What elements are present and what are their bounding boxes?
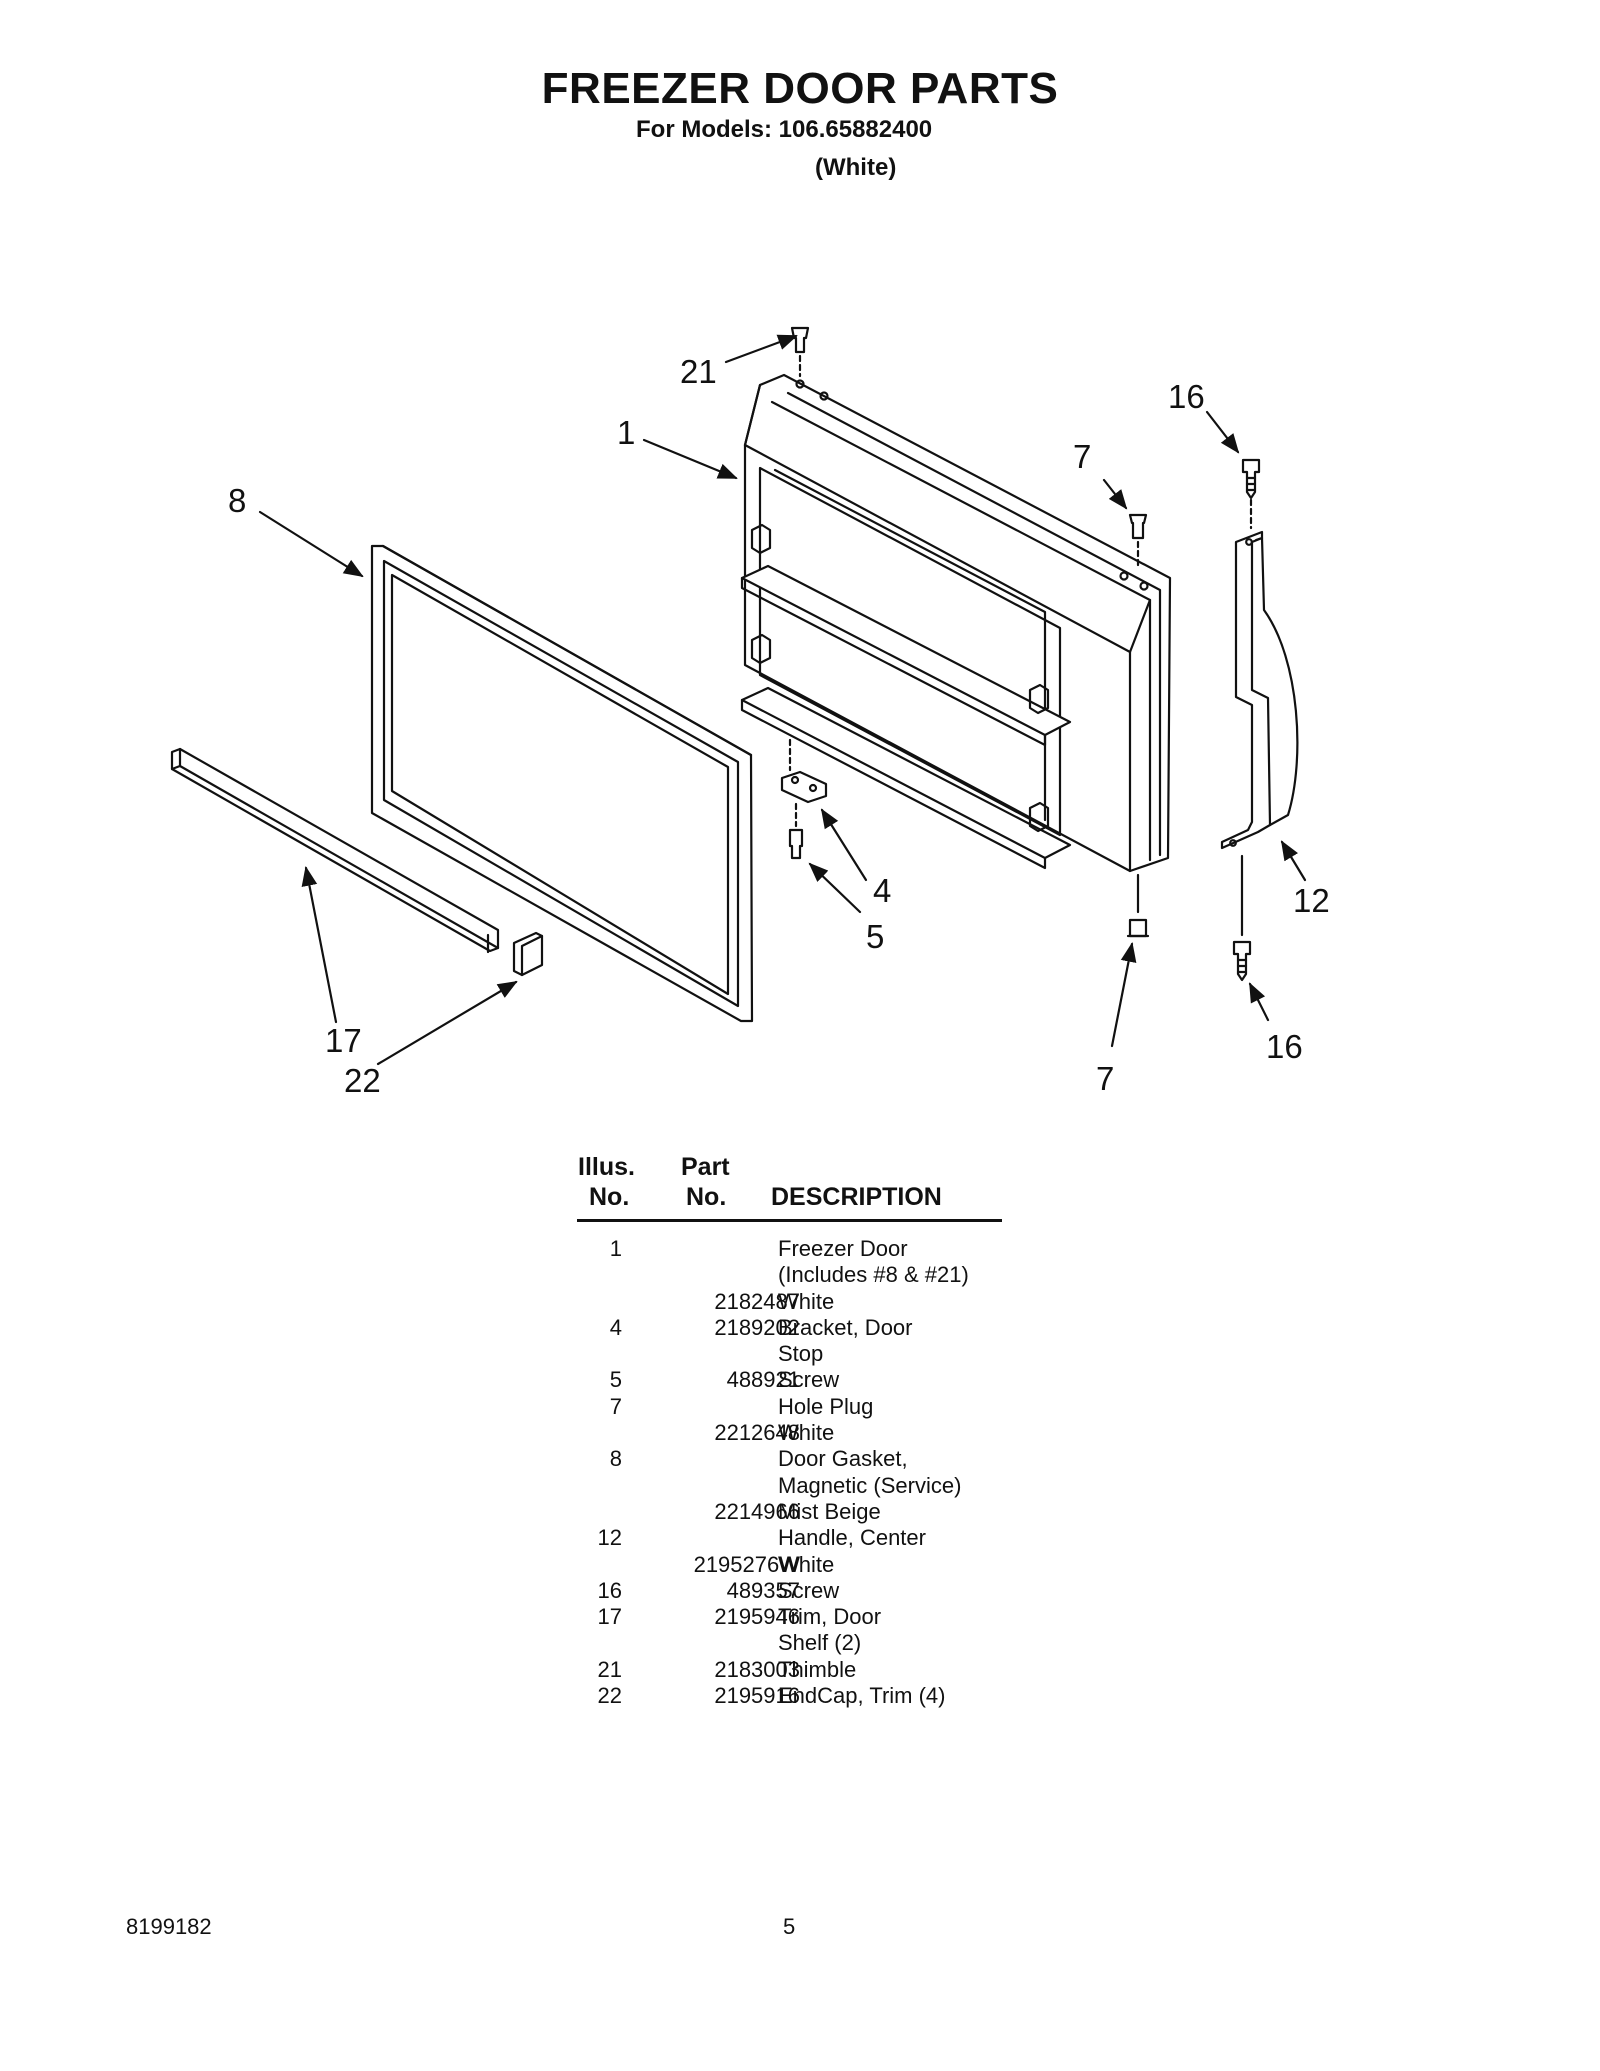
part-number: 2195916 <box>714 1683 800 1709</box>
col-description-header: DESCRIPTION <box>771 1183 942 1211</box>
part-description: Shelf (2) <box>778 1630 862 1656</box>
leader-arrows <box>258 334 1307 1066</box>
part-description: Screw <box>778 1577 840 1603</box>
part-description: Mist Beige <box>778 1498 881 1524</box>
table-row: 8 Door Gasket, <box>560 1446 1020 1472</box>
door-gasket-part <box>370 544 754 1023</box>
part-description: Magnetic (Service) <box>778 1472 962 1498</box>
document-number: 8199182 <box>126 1914 212 1939</box>
part-number: 2195276W <box>693 1551 800 1577</box>
table-row: 12 Handle, Center <box>560 1525 1020 1551</box>
table-header-rule <box>577 1219 1002 1222</box>
screw-top-part <box>1241 458 1261 530</box>
col-illus-header-line1: Illus. <box>578 1153 635 1181</box>
table-row: Stop <box>560 1341 1020 1367</box>
hole-plug-top-part <box>1128 513 1148 570</box>
illus-number: 17 <box>597 1604 622 1630</box>
part-description: Freezer Door <box>778 1236 908 1261</box>
page-number: 5 <box>783 1914 796 1939</box>
part-description: Door Gasket, <box>778 1446 908 1472</box>
table-row: Shelf (2) <box>560 1630 1020 1656</box>
bracket-door-stop-part <box>780 738 828 860</box>
illus-number: 5 <box>609 1367 622 1393</box>
part-number: 2183003 <box>714 1656 800 1682</box>
part-description: Trim, Door <box>778 1604 882 1630</box>
illus-number: 4 <box>609 1314 622 1340</box>
callout-16-bottom: 16 <box>1266 1028 1303 1065</box>
illus-number: 8 <box>609 1446 622 1472</box>
exploded-parts-diagram: 21 1 16 7 8 4 5 12 7 16 17 22 <box>170 326 1330 1099</box>
callout-5: 5 <box>866 918 884 955</box>
models-line: For Models: 106.65882400 <box>636 116 933 143</box>
parts-table: 1 Freezer Door (Includes #8 & #21) 218248… <box>560 1236 1020 1709</box>
illus-number: 16 <box>597 1577 622 1603</box>
part-description: (Includes #8 & #21) <box>778 1262 969 1288</box>
illus-number: 22 <box>597 1683 622 1709</box>
illus-number: 7 <box>609 1393 622 1419</box>
part-number: 2212648 <box>714 1420 800 1446</box>
part-description: White <box>778 1288 835 1314</box>
col-part-header-line1: Part <box>681 1153 730 1181</box>
thimble-part <box>790 326 810 378</box>
center-handle-part <box>1220 530 1299 937</box>
part-number: 2182487 <box>714 1288 800 1314</box>
part-description: EndCap, Trim (4) <box>778 1683 946 1709</box>
table-row: 7 Hole Plug <box>560 1394 1020 1420</box>
callout-4: 4 <box>873 872 891 909</box>
part-description: Stop <box>778 1341 824 1367</box>
part-number: 489357 <box>726 1577 800 1603</box>
part-description: Thimble <box>778 1656 857 1682</box>
part-description: Hole Plug <box>778 1393 874 1419</box>
end-cap-part <box>512 931 544 977</box>
table-row: 1 Freezer Door <box>560 1236 1020 1262</box>
part-number: 488921 <box>726 1367 800 1393</box>
color-line: (White) <box>815 154 897 181</box>
callout-22: 22 <box>344 1062 381 1099</box>
col-part-header-line2: No. <box>686 1183 727 1211</box>
table-row: (Includes #8 & #21) <box>560 1262 1020 1288</box>
illus-number: 1 <box>609 1236 622 1261</box>
part-number: 2214966 <box>714 1498 800 1524</box>
table-row: Magnetic (Service) <box>560 1473 1020 1499</box>
callout-17: 17 <box>325 1022 362 1059</box>
part-description: White <box>778 1551 835 1577</box>
callout-7-bottom: 7 <box>1096 1060 1114 1097</box>
part-description: Screw <box>778 1367 840 1393</box>
callout-1: 1 <box>617 414 635 451</box>
part-description: Handle, Center <box>778 1525 926 1551</box>
callout-8: 8 <box>228 482 246 519</box>
col-illus-header-line2: No. <box>589 1183 630 1211</box>
callout-16-top: 16 <box>1168 378 1205 415</box>
callout-21: 21 <box>680 353 717 390</box>
door-trim-part <box>170 747 500 954</box>
illus-number: 21 <box>597 1656 622 1682</box>
part-number: 2195946 <box>714 1604 800 1630</box>
screw-bottom-part <box>1232 940 1252 982</box>
page-title: FREEZER DOOR PARTS <box>541 64 1059 113</box>
freezer-door-part <box>740 373 1172 873</box>
part-description: Bracket, Door <box>778 1314 913 1340</box>
hole-plug-bottom-part <box>1126 873 1150 938</box>
part-number: 2189202 <box>714 1314 800 1340</box>
callout-labels: 21 1 16 7 8 4 5 12 7 16 17 22 <box>228 353 1330 1099</box>
part-description: White <box>778 1420 835 1446</box>
callout-12: 12 <box>1293 882 1330 919</box>
illus-number: 12 <box>597 1525 622 1551</box>
callout-7-top: 7 <box>1073 438 1091 475</box>
